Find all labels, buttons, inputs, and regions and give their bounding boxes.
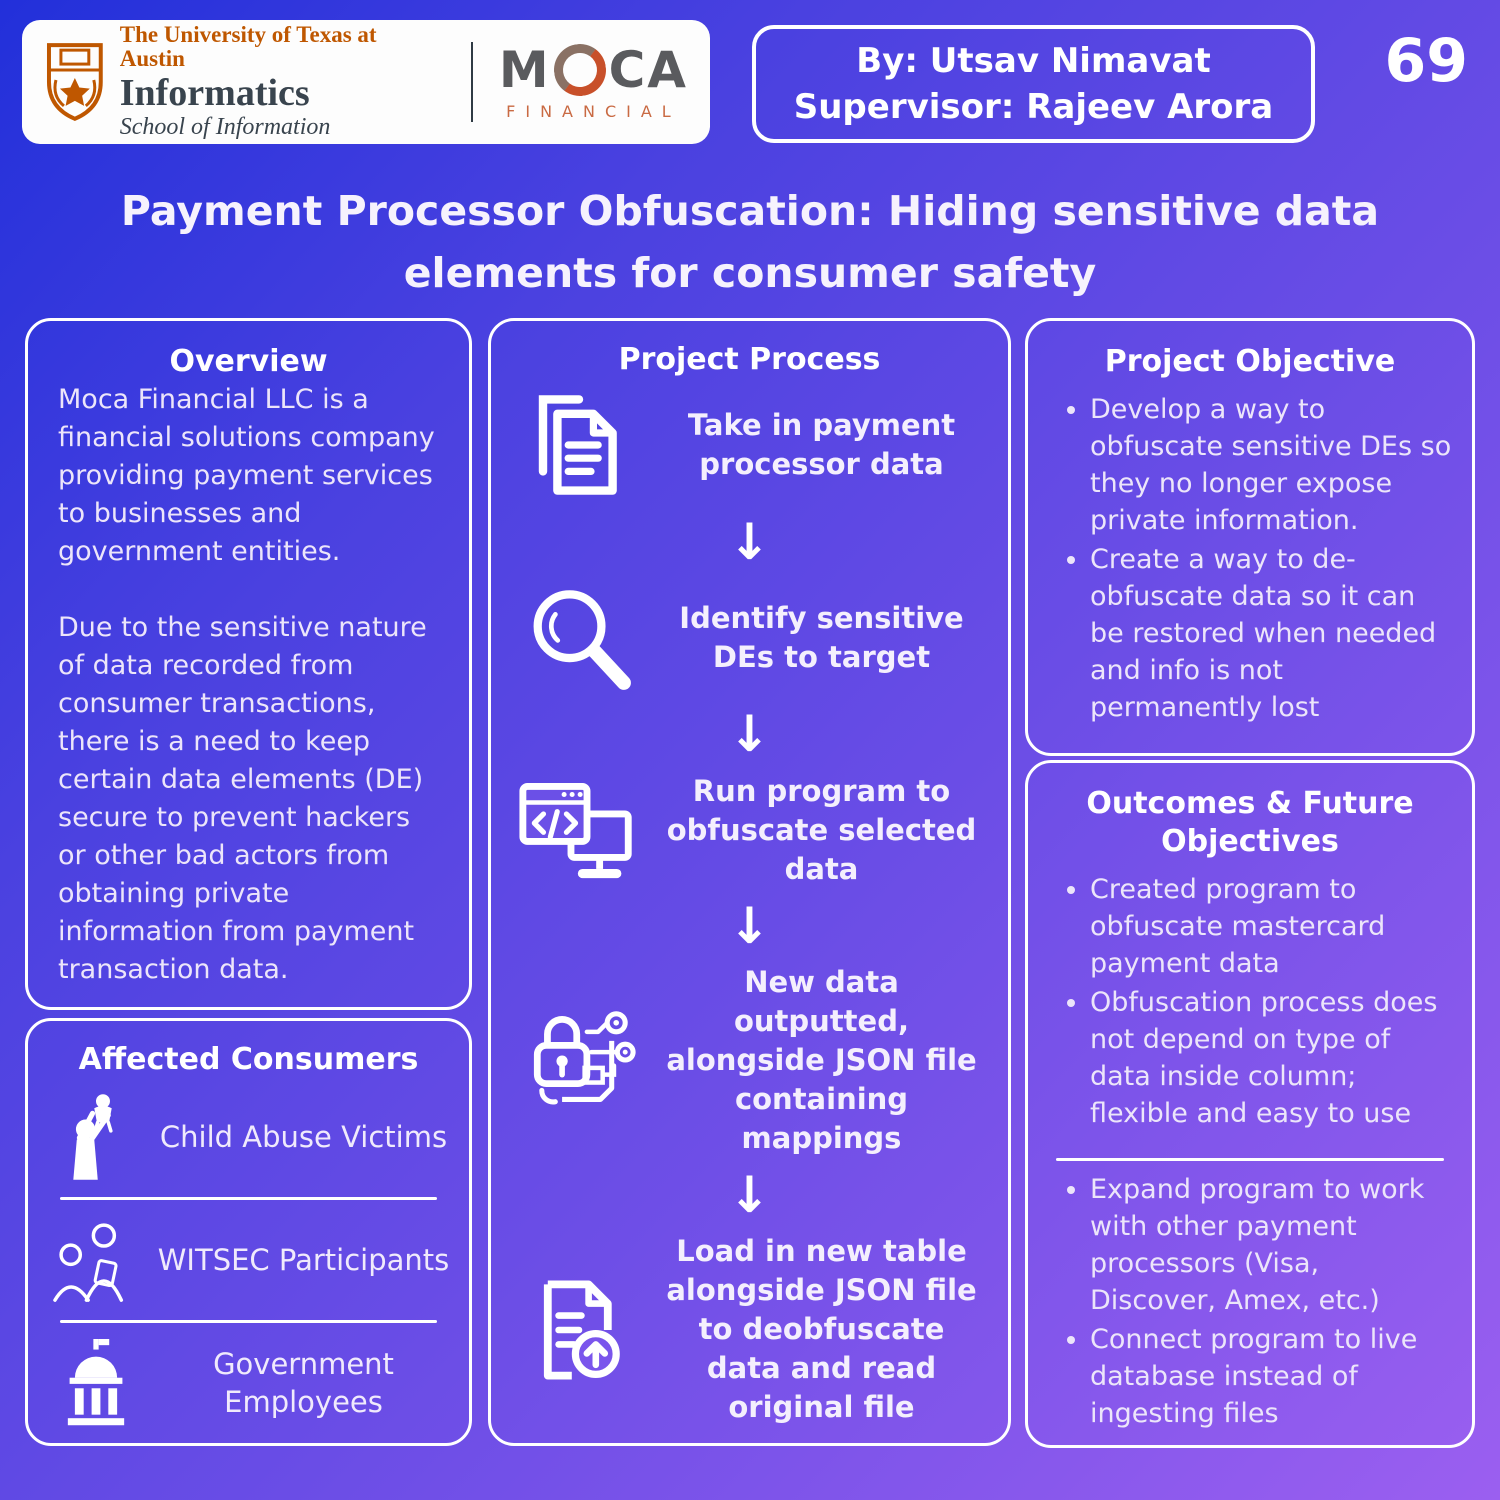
byline-supervisor: Supervisor: Rajeev Arora — [793, 87, 1274, 127]
byline-box: By: Utsav Nimavat Supervisor: Rajeev Aro… — [752, 25, 1315, 143]
outcomes-bullets-bottom: Expand program to work with other paymen… — [1048, 1171, 1452, 1432]
ut-logo-text: The University of Texas at Austin Inform… — [119, 22, 445, 141]
byline-author: By: Utsav Nimavat — [856, 41, 1211, 81]
government-building-icon — [46, 1337, 146, 1429]
ut-logo: The University of Texas at Austin Inform… — [44, 23, 445, 140]
moca-wordmark: M CA — [498, 40, 688, 99]
magnifier-icon — [513, 579, 645, 697]
consumer-divider — [60, 1197, 437, 1200]
consumer-label: Child Abuse Victims — [159, 1120, 448, 1154]
moca-letter-m: M — [498, 40, 551, 99]
process-step-text: New data outputted, alongside JSON file … — [666, 964, 977, 1155]
document-icon — [513, 385, 645, 505]
bullet-item: Connect program to live database instead… — [1090, 1321, 1452, 1432]
process-step-text: Take in payment processor data — [687, 408, 956, 481]
consumer-divider — [60, 1320, 437, 1323]
outcomes-bullets-top: Created program to obfuscate mastercard … — [1048, 871, 1452, 1132]
down-arrow-icon: ↓ — [728, 896, 771, 955]
poster-number: 69 — [1384, 26, 1469, 96]
outcomes-panel: Outcomes & Future Objectives Created pro… — [1025, 760, 1475, 1448]
process-step: Run program to obfuscate selected data — [513, 772, 986, 889]
ut-line2: Informatics — [119, 71, 310, 114]
down-arrow-icon: ↓ — [728, 513, 771, 572]
process-step: New data outputted, alongside JSON file … — [513, 963, 986, 1158]
consumer-row: Child Abuse Victims — [46, 1087, 451, 1187]
overview-heading: Overview — [169, 344, 328, 379]
overview-panel: Overview Moca Financial LLC is a financi… — [25, 318, 472, 1010]
moca-logo: M CA FINANCIAL — [498, 40, 688, 121]
bullet-item: Create a way to de-obfuscate data so it … — [1090, 541, 1452, 726]
outcomes-divider — [1056, 1158, 1444, 1161]
process-step-text: Load in new table alongside JSON file to… — [666, 1234, 977, 1424]
ut-shield-icon — [46, 43, 103, 121]
overview-paragraph-1: Moca Financial LLC is a financial soluti… — [58, 384, 435, 567]
process-step: Take in payment processor data — [513, 385, 986, 505]
process-steps: Take in payment processor data ↓ Identif… — [513, 385, 986, 1427]
moca-letters-ca: CA — [608, 40, 688, 99]
moca-financial-label: FINANCIAL — [506, 101, 681, 121]
bullet-item: Obfuscation process does not depend on t… — [1090, 984, 1452, 1132]
moca-o-swirl-icon — [550, 40, 609, 99]
down-arrow-icon: ↓ — [728, 1165, 771, 1224]
ut-line3: School of Information — [119, 114, 331, 141]
objective-bullets: Develop a way to obfuscate sensitive DEs… — [1048, 391, 1452, 726]
outcomes-heading: Outcomes & Future Objectives — [1086, 786, 1414, 859]
consumer-label: Government Employees — [213, 1347, 394, 1419]
affected-consumers-panel: Affected Consumers Child Abuse Victims — [25, 1018, 472, 1446]
consumer-label: WITSEC Participants — [157, 1243, 450, 1277]
witness-protection-icon — [46, 1214, 146, 1306]
ut-line1: The University of Texas at Austin — [119, 22, 377, 72]
logo-card: The University of Texas at Austin Inform… — [22, 20, 710, 144]
project-objective-panel: Project Objective Develop a way to obfus… — [1025, 318, 1475, 756]
affected-consumers-heading: Affected Consumers — [78, 1042, 419, 1077]
consumer-row: Government Employees — [46, 1333, 451, 1433]
logo-divider — [470, 42, 473, 122]
code-monitor-icon — [513, 772, 645, 888]
process-step: Identify sensitive DEs to target — [513, 579, 986, 697]
parent-child-icon — [46, 1089, 146, 1185]
lock-circuit-icon — [513, 998, 645, 1122]
project-process-panel: Project Process Take in payment processo… — [488, 318, 1011, 1446]
poster-title: Payment Processor Obfuscation: Hiding se… — [120, 187, 1380, 297]
project-objective-heading: Project Objective — [1104, 344, 1396, 379]
overview-paragraph-2: Due to the sensitive nature of data reco… — [58, 612, 427, 985]
consumer-row: WITSEC Participants — [46, 1210, 451, 1310]
consumer-rows: Child Abuse Victims WITSEC Participants — [46, 1087, 451, 1433]
process-step: Load in new table alongside JSON file to… — [513, 1232, 986, 1427]
down-arrow-icon: ↓ — [728, 705, 771, 764]
process-step-text: Run program to obfuscate selected data — [666, 773, 977, 886]
bullet-item: Created program to obfuscate mastercard … — [1090, 871, 1452, 982]
process-step-text: Identify sensitive DEs to target — [679, 601, 964, 675]
bullet-item: Develop a way to obfuscate sensitive DEs… — [1090, 391, 1452, 539]
bullet-item: Expand program to work with other paymen… — [1090, 1171, 1452, 1319]
upload-file-icon — [513, 1270, 645, 1390]
project-process-heading: Project Process — [618, 342, 881, 377]
